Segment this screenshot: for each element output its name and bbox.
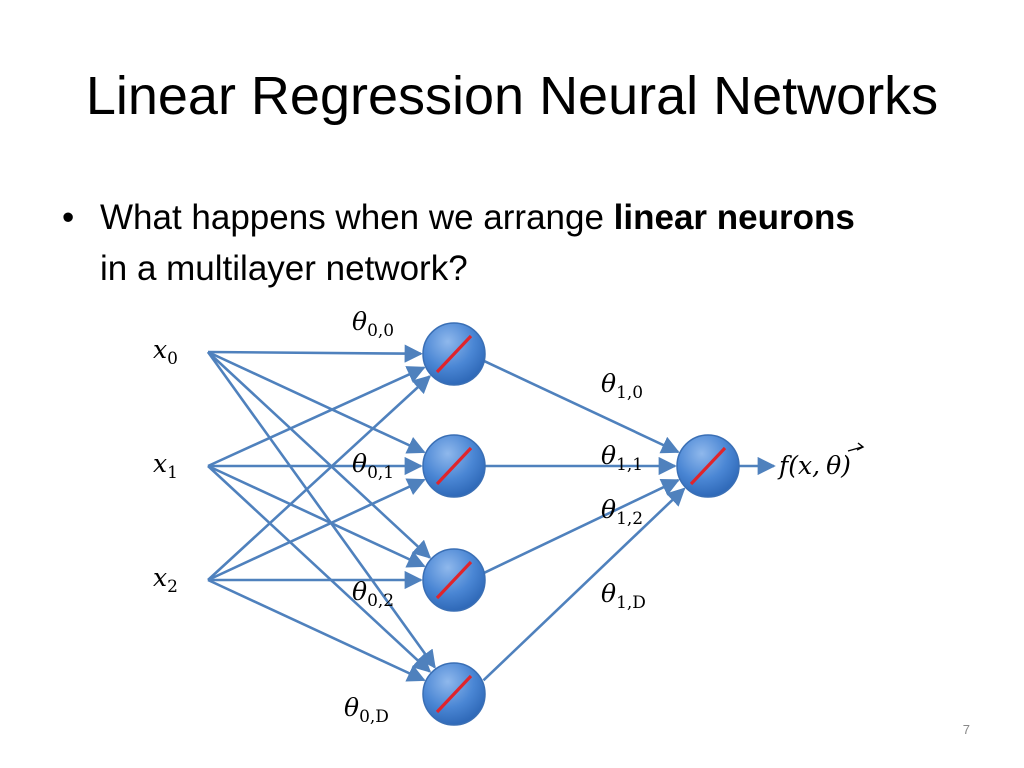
edge-input-0-to-hidden-2 bbox=[207, 351, 432, 559]
linear-activation-icon bbox=[689, 446, 727, 486]
edge-input-2-to-hidden-1 bbox=[207, 478, 426, 582]
linear-activation-icon bbox=[435, 446, 473, 486]
input-x2-sub: 2 bbox=[167, 577, 178, 597]
edge-input-1-to-hidden-3 bbox=[207, 465, 432, 673]
bullet-text-end: in a multilayer network? bbox=[100, 249, 468, 288]
linear-activation-icon bbox=[435, 560, 473, 600]
linear-activation-icon bbox=[435, 674, 473, 714]
weight-0-2-var: θ bbox=[352, 577, 367, 606]
edge-input-0-to-hidden-1 bbox=[207, 350, 426, 454]
weight-0-1-var: θ bbox=[352, 449, 367, 478]
edge-input-2-to-hidden-0 bbox=[207, 375, 432, 581]
linear-activation-icon bbox=[435, 334, 473, 374]
output-label-theta: θ bbox=[826, 451, 841, 480]
edge-hidden-3-to-output bbox=[482, 487, 686, 682]
weight-label-theta-0-d: θ0,D bbox=[344, 693, 389, 727]
input-label-x2: x2 bbox=[153, 563, 178, 597]
weight-label-theta-1-0: θ1,0 bbox=[601, 369, 643, 403]
hidden-neuron-0 bbox=[422, 322, 486, 386]
weight-1-2-var: θ bbox=[601, 495, 616, 524]
hidden-neuron-1 bbox=[422, 434, 486, 498]
input-x1-var: x bbox=[153, 449, 167, 478]
hidden-neuron-3 bbox=[422, 662, 486, 726]
weight-0-1-sub: 0,1 bbox=[367, 463, 394, 483]
slide-number: 7 bbox=[962, 722, 970, 737]
network-nodes bbox=[422, 322, 740, 726]
weight-label-theta-1-1: θ1,1 bbox=[601, 441, 643, 475]
weight-0-0-sub: 0,0 bbox=[367, 321, 394, 341]
slide-title: Linear Regression Neural Networks bbox=[85, 66, 939, 126]
weight-0-d-var: θ bbox=[344, 693, 359, 722]
hidden-neuron-2 bbox=[422, 548, 486, 612]
weight-1-d-var: θ bbox=[601, 579, 616, 608]
output-label-close: ) bbox=[840, 451, 851, 480]
weight-label-theta-0-1: θ0,1 bbox=[352, 449, 394, 483]
weight-0-0-var: θ bbox=[352, 307, 367, 336]
weight-1-2-sub: 1,2 bbox=[616, 509, 643, 529]
edge-input-0-to-hidden-3 bbox=[206, 351, 436, 669]
input-x1-sub: 1 bbox=[167, 463, 178, 483]
edge-input-2-to-hidden-3 bbox=[207, 578, 426, 682]
weight-1-0-sub: 1,0 bbox=[616, 383, 643, 403]
weight-label-theta-1-d: θ1,D bbox=[601, 579, 646, 613]
input-label-x1: x1 bbox=[153, 449, 178, 483]
weight-label-theta-0-2: θ0,2 bbox=[352, 577, 394, 611]
weight-0-d-sub: 0,D bbox=[359, 707, 389, 727]
edge-input-1-to-hidden-2 bbox=[207, 464, 426, 568]
input-x0-sub: 0 bbox=[167, 349, 178, 369]
input-x0-var: x bbox=[153, 335, 167, 364]
weight-1-1-sub: 1,1 bbox=[616, 455, 643, 475]
weight-1-0-var: θ bbox=[601, 369, 616, 398]
bullet-text-start: What happens when we arrange bbox=[100, 198, 614, 237]
network-edges bbox=[206, 344, 776, 682]
edge-hidden-2-to-output bbox=[482, 479, 680, 575]
edge-input-0-to-hidden-0 bbox=[207, 344, 423, 363]
weight-label-theta-0-0: θ0,0 bbox=[352, 307, 394, 341]
weight-1-d-sub: 1,D bbox=[616, 593, 646, 613]
output-label: f(x,θ) bbox=[777, 451, 851, 480]
bullet-text-bold: linear neurons bbox=[613, 198, 855, 237]
output-label-text: f(x, bbox=[777, 451, 820, 480]
edge-hidden-0-to-output bbox=[482, 359, 680, 454]
edge-input-1-to-hidden-0 bbox=[207, 366, 426, 468]
input-label-x0: x0 bbox=[153, 335, 178, 369]
weight-label-theta-1-2: θ1,2 bbox=[601, 495, 643, 529]
bullet-dot-icon: • bbox=[62, 198, 75, 237]
vector-arrow-icon bbox=[847, 442, 865, 452]
input-x2-var: x bbox=[153, 563, 167, 592]
output-neuron bbox=[676, 434, 740, 498]
weight-1-1-var: θ bbox=[601, 441, 616, 470]
weight-0-2-sub: 0,2 bbox=[367, 591, 394, 611]
bullet-text: What happens when we arrange linear neur… bbox=[100, 192, 880, 294]
